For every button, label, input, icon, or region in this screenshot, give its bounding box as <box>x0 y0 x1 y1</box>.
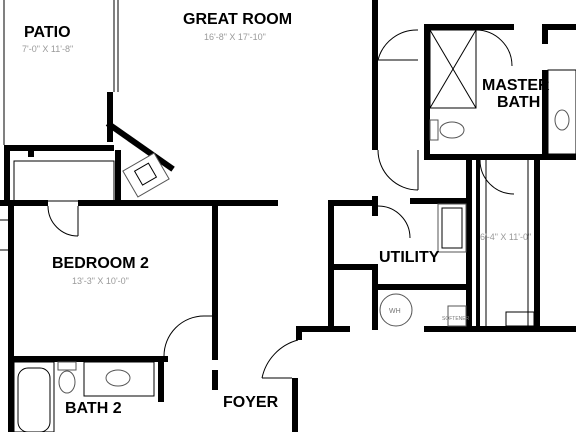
master-bath-label-line2: BATH <box>497 94 540 111</box>
great-room-dims: 16'-8" X 17'-10" <box>204 32 266 42</box>
master-bath-label-line1: MASTER <box>482 77 550 94</box>
foyer-label: FOYER <box>223 394 279 411</box>
softener-label: SOFTENER <box>442 316 470 322</box>
water-heater-label: WH <box>389 308 401 315</box>
patio-label: PATIO <box>24 24 71 41</box>
bath2-label: BATH 2 <box>65 400 122 417</box>
bedroom2-label: BEDROOM 2 <box>52 255 149 272</box>
room-labels: PATIO 7'-0" X 11'-8" GREAT ROOM 16'-8" X… <box>22 11 550 417</box>
patio-dims: 7'-0" X 11'-8" <box>22 44 73 54</box>
utility-label: UTILITY <box>379 249 440 266</box>
bedroom2-dims: 13'-3" X 10'-0" <box>72 276 129 286</box>
closet-dims: 6'-4" X 11'-0" <box>480 232 531 242</box>
great-room-label: GREAT ROOM <box>183 11 292 28</box>
